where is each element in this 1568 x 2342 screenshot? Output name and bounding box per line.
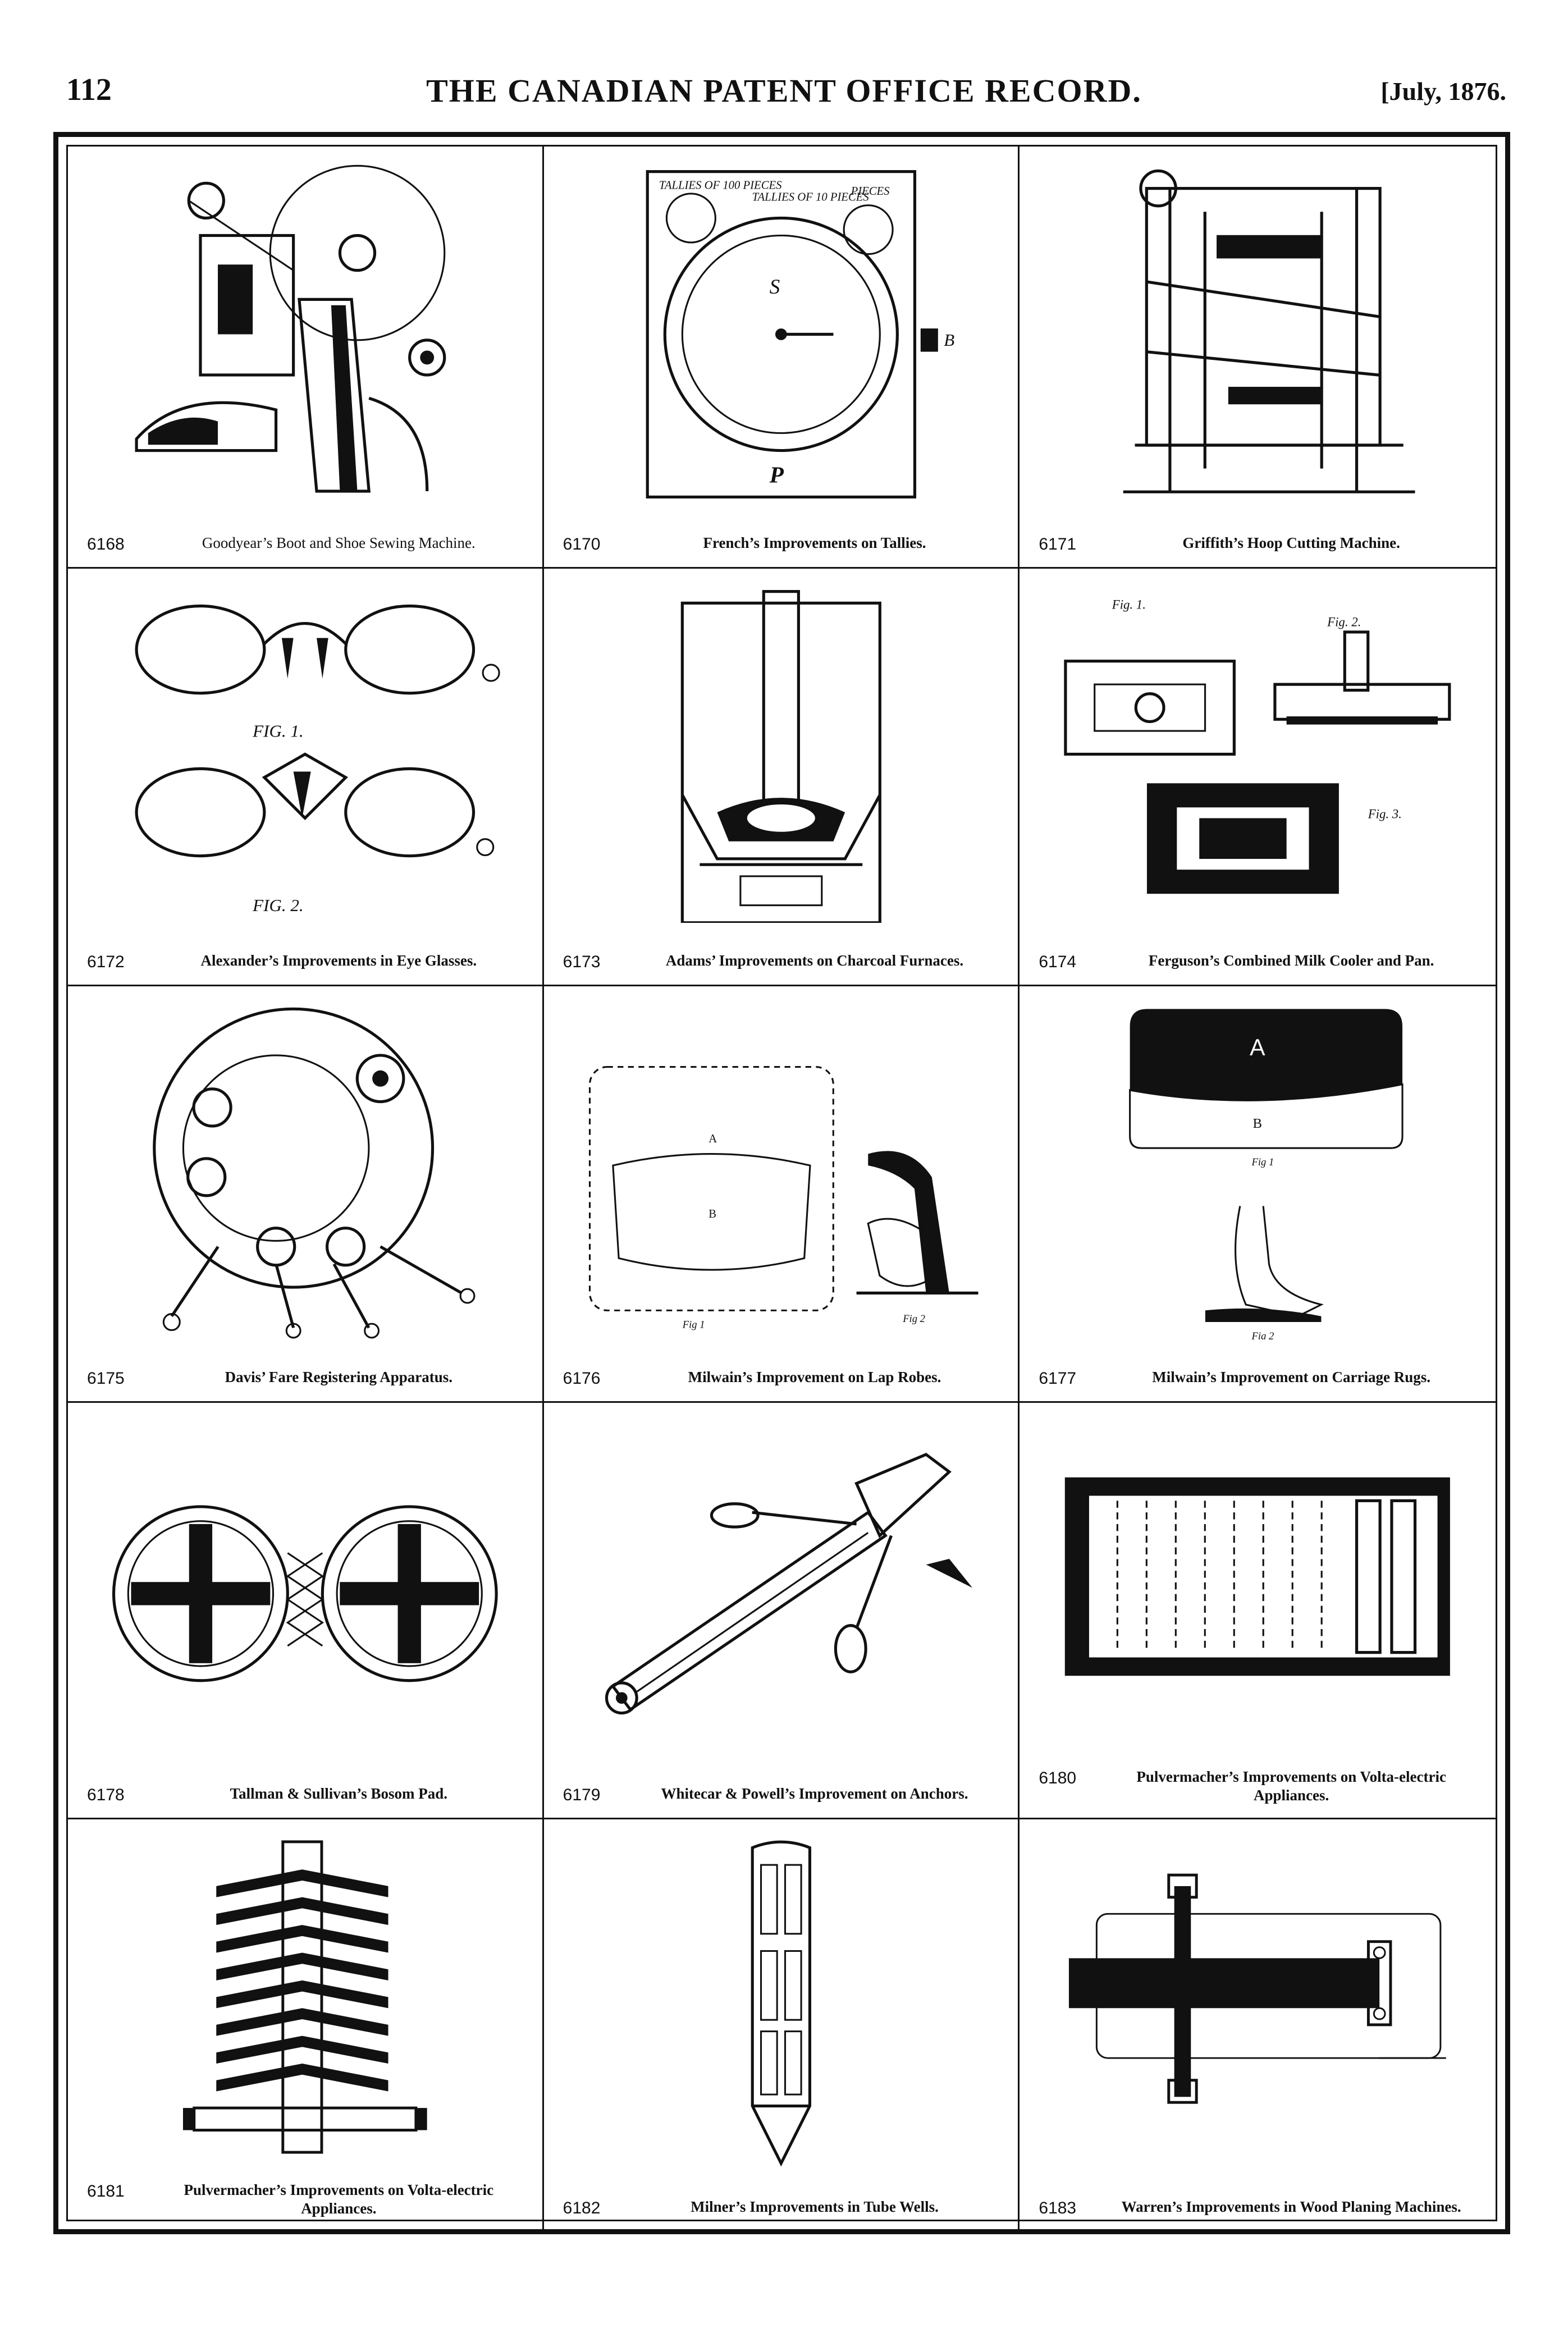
patent-number: 6168 [87, 534, 125, 554]
volta-electric-appliance-figure-a [1053, 1420, 1462, 1733]
patent-cell-6179: 6179 Whitecar & Powell’s Improvement on … [543, 1403, 1020, 1819]
robe-fig2-label: Fig 2 [902, 1313, 925, 1325]
tallies-label-10: TALLIES OF 10 PIECES [752, 191, 869, 203]
patent-number: 6182 [563, 2198, 601, 2217]
tube-well-figure [578, 1836, 985, 2169]
page-frame: 6168 Goodyear’s Boot and Shoe Sewing Mac… [53, 132, 1510, 2234]
hoop-cutting-machine-figure [1053, 163, 1462, 505]
patent-number: 6181 [87, 2181, 125, 2201]
patent-number: 6173 [563, 952, 601, 971]
patent-cell-6176: A B Fig 1 Fig 2 6176 Milwain’s Improveme… [543, 986, 1020, 1403]
patent-title: Davis’ Fare Registering Apparatus. [225, 1368, 453, 1385]
publication-title: THE CANADIAN PATENT OFFICE RECORD. [426, 72, 1142, 109]
patent-title: Adams’ Improvements on Charcoal Furnaces… [665, 952, 964, 969]
issue-date: [July, 1876. [1380, 77, 1506, 106]
robe-label-b: B [708, 1208, 716, 1220]
wood-planing-machine-figure [1053, 1836, 1462, 2158]
patent-cell-6183: 6183 Warren’s Improvements in Wood Plani… [1020, 1819, 1496, 2231]
eyeglass-fig2-label: FIG. 2. [252, 895, 304, 915]
patent-cell-6175: 6175 Davis’ Fare Registering Apparatus. [68, 986, 544, 1403]
rug-fig1-label: Fig 1 [1251, 1156, 1274, 1168]
carriage-rug-figure: A B Fig 1 Fig 2 [1053, 1003, 1462, 1342]
patent-grid: 6168 Goodyear’s Boot and Shoe Sewing Mac… [66, 145, 1497, 2231]
lap-robe-figure: A B Fig 1 Fig 2 [578, 1003, 985, 1339]
tallies-label-pieces: PIECES [850, 185, 890, 198]
patent-number: 6170 [563, 534, 601, 554]
patent-number: 6177 [1039, 1369, 1077, 1388]
anchor-figure [578, 1420, 985, 1756]
patent-title: Pulvermacher’s Improvements on Volta-ele… [184, 2181, 494, 2217]
sewing-machine-figure [102, 163, 509, 505]
patent-title: Alexander’s Improvements in Eye Glasses. [200, 952, 477, 969]
patent-number: 6180 [1039, 1768, 1077, 1787]
tallies-label-p: P [769, 461, 784, 487]
patent-cell-6182: 6182 Milner’s Improvements in Tube Wells… [544, 1819, 1020, 2231]
cooler-fig3-label: Fig. 3. [1368, 807, 1402, 821]
bosom-pad-figure [102, 1420, 509, 1756]
tallies-label-s: S [769, 276, 780, 299]
patent-title: Griffith’s Hoop Cutting Machine. [1182, 534, 1400, 551]
page-header: 112 THE CANADIAN PATENT OFFICE RECORD. [… [0, 0, 1568, 129]
volta-electric-appliance-figure-b [102, 1836, 509, 2158]
patent-number: 6178 [87, 1785, 125, 1804]
eyeglass-fig1-label: FIG. 1. [252, 721, 304, 740]
patent-number: 6179 [563, 1785, 601, 1804]
patent-title: Whitecar & Powell’s Improvement on Ancho… [661, 1785, 968, 1802]
patent-title: Ferguson’s Combined Milk Cooler and Pan. [1148, 952, 1434, 969]
rug-label-a: A [1250, 1035, 1265, 1060]
milk-cooler-figure: Fig. 1. Fig. 2. Fig. 3. [1053, 586, 1462, 923]
patent-title: French’s Improvements on Tallies. [703, 534, 926, 551]
robe-fig1-label: Fig 1 [682, 1319, 705, 1330]
patent-cell-6171: 6171 Griffith’s Hoop Cutting Machine. [1020, 147, 1496, 569]
patent-title: Goodyear’s Boot and Shoe Sewing Machine. [202, 534, 476, 551]
page-number: 112 [66, 72, 112, 107]
fare-register-figure [102, 1003, 509, 1339]
patent-number: 6175 [87, 1369, 125, 1388]
rug-fig2-label: Fig 2 [1251, 1330, 1274, 1339]
tallies-figure: TALLIES OF 100 PIECES TALLIES OF 10 PIEC… [578, 163, 985, 505]
patent-title: Milwain’s Improvement on Carriage Rugs. [1152, 1368, 1431, 1385]
patent-number: 6183 [1039, 2198, 1077, 2217]
charcoal-furnace-figure [578, 586, 985, 925]
patent-cell-6177: A B Fig 1 Fig 2 6177 Milwain’s Improveme… [1020, 986, 1496, 1403]
patent-title: Milner’s Improvements in Tube Wells. [691, 2198, 939, 2215]
patent-title: Tallman & Sullivan’s Bosom Pad. [230, 1785, 447, 1802]
patent-number: 6174 [1039, 952, 1077, 971]
patent-cell-6168: 6168 Goodyear’s Boot and Shoe Sewing Mac… [68, 147, 544, 569]
rug-label-b: B [1253, 1116, 1263, 1131]
tallies-label-100: TALLIES OF 100 PIECES [659, 180, 782, 192]
patent-title: Milwain’s Improvement on Lap Robes. [688, 1368, 941, 1385]
cooler-fig2-label: Fig. 2. [1327, 615, 1361, 629]
tallies-label-b: B [944, 330, 954, 350]
patent-cell-6178: 6178 Tallman & Sullivan’s Bosom Pad. [68, 1403, 544, 1819]
patent-title: Warren’s Improvements in Wood Planing Ma… [1121, 2198, 1461, 2215]
patent-title: Pulvermacher’s Improvements on Volta-ele… [1136, 1768, 1446, 1804]
patent-cell-6180: 6180 Pulvermacher’s Improvements on Volt… [1020, 1403, 1496, 1819]
eye-glasses-figure: FIG. 1. FIG. 2. [102, 586, 509, 923]
patent-number: 6172 [87, 952, 125, 971]
cooler-fig1-label: Fig. 1. [1112, 597, 1146, 611]
patent-number: 6171 [1039, 534, 1077, 554]
patent-cell-6170: TALLIES OF 100 PIECES TALLIES OF 10 PIEC… [543, 147, 1020, 569]
patent-cell-6172: FIG. 1. FIG. 2. 6172 Alexander’s Improve… [68, 569, 544, 986]
robe-label-a: A [708, 1133, 717, 1145]
patent-cell-6174: Fig. 1. Fig. 2. Fig. 3. 6174 Ferguson’s … [1020, 569, 1496, 986]
patent-cell-6173: 6173 Adams’ Improvements on Charcoal Fur… [543, 569, 1020, 986]
patent-number: 6176 [563, 1369, 601, 1388]
patent-cell-6181: 6181 Pulvermacher’s Improvements on Volt… [68, 1819, 544, 2231]
